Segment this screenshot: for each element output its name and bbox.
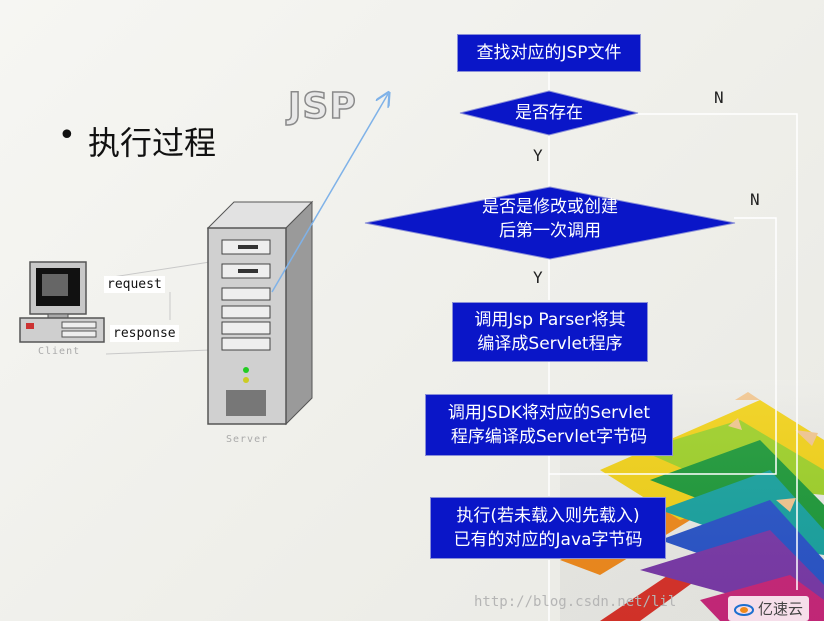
jsp-logo: JSP: [287, 85, 357, 128]
step-execute-bytecode: 执行(若未载入则先载入) 已有的对应的Java字节码: [430, 497, 666, 559]
step-find-text: 查找对应的JSP文件: [476, 43, 622, 63]
step-exec-line1: 执行(若未载入则先载入): [456, 506, 640, 526]
yes-label-1: Y: [533, 146, 543, 165]
step-parse-line1: 调用Jsp Parser将其: [474, 310, 626, 330]
brand-logo: 亿速云: [728, 596, 810, 621]
no-label-2: N: [750, 190, 760, 209]
cloud-logo-icon: [734, 603, 754, 616]
request-label: request: [104, 276, 165, 293]
step-parse-jsp: 调用Jsp Parser将其 编译成Servlet程序: [452, 302, 648, 362]
response-label: response: [110, 325, 179, 342]
brand-text: 亿速云: [758, 600, 804, 618]
slide-heading: 执行过程: [88, 124, 217, 162]
yes-label-2: Y: [533, 268, 543, 287]
decision-exists-diamond: [459, 90, 639, 136]
step-find-jsp: 查找对应的JSP文件: [457, 34, 641, 72]
step-compile-line1: 调用JSDK将对应的Servlet: [447, 403, 651, 423]
step-compile-servlet: 调用JSDK将对应的Servlet 程序编译成Servlet字节码: [425, 394, 673, 456]
watermark-url: http://blog.csdn.net/lil: [474, 594, 677, 610]
server-to-jsp-arrow: [271, 94, 388, 293]
decision-modified-diamond: [364, 186, 736, 260]
no-label-1: N: [714, 88, 724, 107]
server-caption: Server: [226, 434, 269, 445]
decision-modified-line1: 是否是修改或创建: [482, 197, 618, 217]
bullet: •: [58, 118, 76, 153]
step-parse-line2: 编译成Servlet程序: [477, 334, 623, 354]
step-exec-line2: 已有的对应的Java字节码: [453, 530, 643, 550]
decision-exists-text: 是否存在: [515, 103, 583, 123]
step-compile-line2: 程序编译成Servlet字节码: [450, 427, 648, 447]
client-caption: Client: [38, 346, 81, 357]
decision-modified-line2: 后第一次调用: [499, 221, 601, 241]
client-computer-icon: [19, 261, 105, 343]
server-tower-icon: [206, 200, 314, 426]
